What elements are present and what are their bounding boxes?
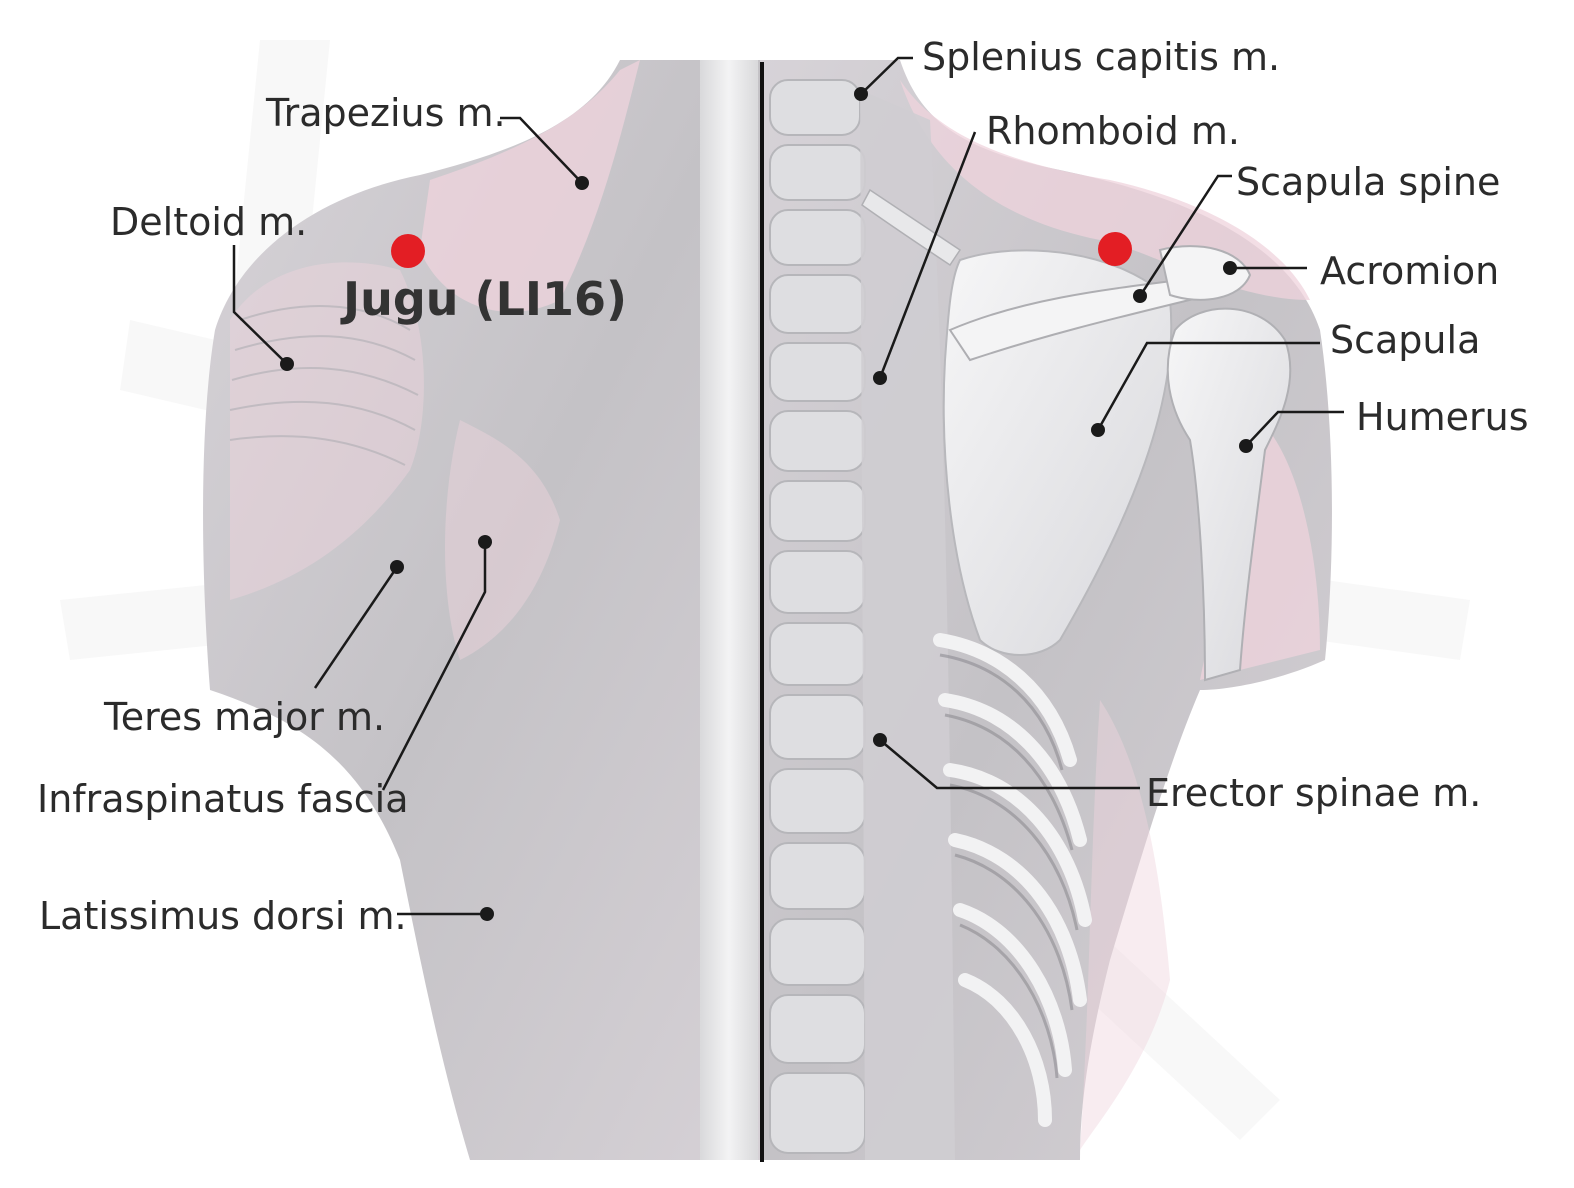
erector-spinae-muscle bbox=[860, 90, 955, 1160]
label-splenius-capitis: Splenius capitis m. bbox=[922, 35, 1281, 79]
label-humerus: Humerus bbox=[1356, 395, 1529, 439]
muscle-highlights bbox=[230, 60, 1320, 1150]
acupoint-title: Jugu (LI16) bbox=[343, 272, 628, 326]
label-scapula: Scapula bbox=[1330, 318, 1481, 362]
ribs bbox=[933, 633, 1092, 1127]
label-trapezius: Trapezius m. bbox=[266, 91, 506, 135]
label-rhomboid: Rhomboid m. bbox=[986, 109, 1240, 153]
scapula-bone bbox=[942, 249, 1173, 656]
spinal-band bbox=[700, 60, 758, 1160]
leader-dots bbox=[280, 87, 1253, 921]
clavicle-bone bbox=[861, 188, 962, 267]
label-deltoid: Deltoid m. bbox=[110, 200, 308, 244]
vertebral-column bbox=[769, 79, 866, 1154]
acupoint-marker-right[interactable] bbox=[1098, 232, 1132, 266]
label-erector-spinae: Erector spinae m. bbox=[1146, 771, 1482, 815]
rib-shadows bbox=[939, 653, 1079, 1079]
label-infraspinatus-fascia: Infraspinatus fascia bbox=[37, 777, 409, 821]
humerus-bone bbox=[1166, 307, 1292, 682]
label-teres-major: Teres major m. bbox=[104, 695, 386, 739]
label-scapula-spine: Scapula spine bbox=[1236, 160, 1501, 204]
label-acromion: Acromion bbox=[1320, 249, 1500, 293]
leader-lines bbox=[232, 56, 1344, 916]
deltoid-muscle bbox=[229, 305, 419, 466]
acupoint-marker-left[interactable] bbox=[391, 234, 425, 268]
label-latissimus-dorsi: Latissimus dorsi m. bbox=[39, 894, 407, 938]
acromion-bone bbox=[1158, 245, 1252, 301]
